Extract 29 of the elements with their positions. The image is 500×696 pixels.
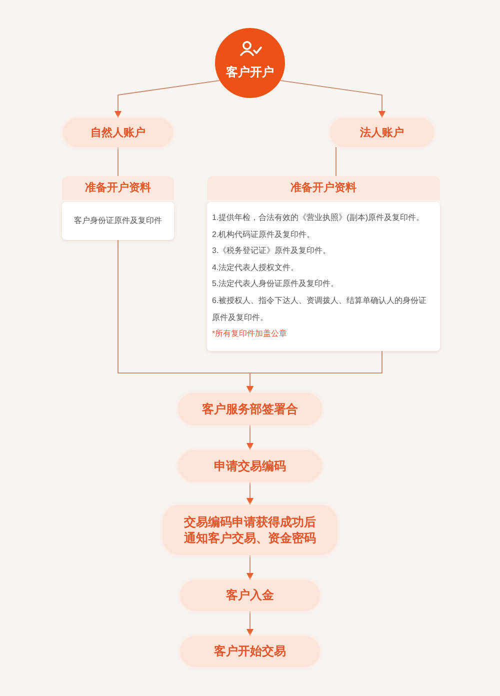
arrow bbox=[246, 350, 383, 393]
step-box: 客户开始交易 bbox=[180, 636, 320, 667]
step-box: 申请交易编码 bbox=[178, 450, 322, 482]
card-text: 客户身份证原件及复印件 bbox=[74, 214, 162, 227]
info-panel bbox=[207, 176, 440, 350]
circle-label: 客户开户 bbox=[226, 65, 274, 80]
panel-heading: 准备开户资料 bbox=[290, 180, 356, 196]
step-box: 交易编码申请获得成功后通知客户交易、资金密码 bbox=[163, 505, 337, 555]
arrow bbox=[246, 611, 254, 636]
step-box: 客户入金 bbox=[180, 580, 320, 611]
list-item: 3.《税务登记证》原件及复印件。 bbox=[212, 245, 331, 258]
arrow bbox=[246, 425, 254, 450]
arrow bbox=[246, 555, 254, 580]
list-item: 2.机构代码证原件及复印件。 bbox=[212, 228, 315, 241]
panel-heading: 准备开户资料 bbox=[85, 180, 151, 196]
arrow bbox=[246, 482, 254, 505]
note-text: *所有复印件加盖公章 bbox=[212, 328, 288, 340]
list-item: 4.法定代表人授权文件。 bbox=[212, 262, 299, 274]
list-item: 5.法定代表人身份证原件及复印件。 bbox=[212, 278, 339, 290]
connector-line bbox=[117, 147, 119, 176]
step-box: 自然人账户 bbox=[63, 118, 173, 147]
arrow bbox=[114, 80, 220, 118]
info-panel bbox=[62, 176, 174, 240]
step-box: 客户服务部签署合 bbox=[178, 393, 322, 425]
list-item: 6.被授权人、指令下达人、资调拨人、结算单确认人的身份证原件及复印件。 bbox=[212, 294, 428, 324]
list-item: 1.提供年检，合法有效的《营业执照》(副本)原件及复印件。 bbox=[212, 212, 424, 224]
step-box: 法人账户 bbox=[330, 118, 434, 147]
connector-line bbox=[335, 147, 337, 176]
arrow bbox=[280, 80, 386, 118]
